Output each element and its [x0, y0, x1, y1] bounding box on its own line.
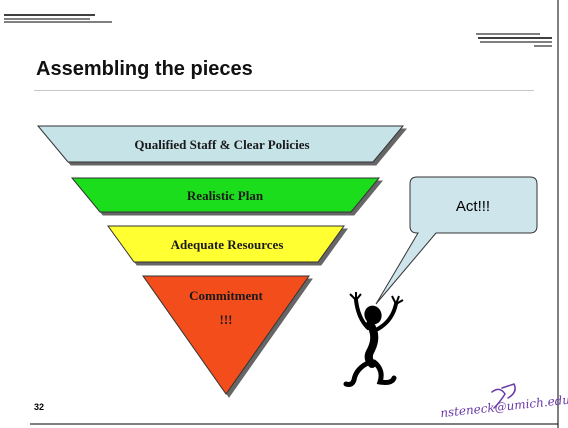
- pyramid-tier-commitment: Commitment !!!: [142, 275, 310, 395]
- slide-title: Assembling the pieces: [36, 58, 253, 80]
- speech-bubble-shape: [375, 176, 538, 305]
- tier-shape: [36, 125, 405, 163]
- tier-shape: [142, 275, 310, 395]
- tier-label-exclaim: !!!: [220, 312, 233, 327]
- tier-shape: [70, 177, 381, 213]
- speech-bubble-text: Act!!!: [456, 198, 490, 215]
- tier-label: Adequate Resources: [171, 237, 284, 252]
- cheering-stick-figure-icon: [343, 292, 404, 387]
- page-number: 32: [34, 402, 45, 412]
- tier-shape: [107, 225, 345, 263]
- pyramid-tier-realistic-plan: Realistic Plan: [70, 177, 381, 213]
- pyramid-tier-adequate-resources: Adequate Resources: [107, 225, 345, 263]
- signature-flourish: [491, 383, 516, 409]
- tier-label: Realistic Plan: [187, 188, 264, 203]
- title-divider: [34, 90, 534, 91]
- tier-label: Commitment: [189, 288, 263, 303]
- tier-label: Qualified Staff & Clear Policies: [134, 137, 309, 152]
- pyramid-tier-qualified-staff: Qualified Staff & Clear Policies: [36, 125, 405, 163]
- speech-bubble: Act!!!: [375, 176, 538, 305]
- author-signature: nsteneck@umich.edu: [440, 383, 568, 420]
